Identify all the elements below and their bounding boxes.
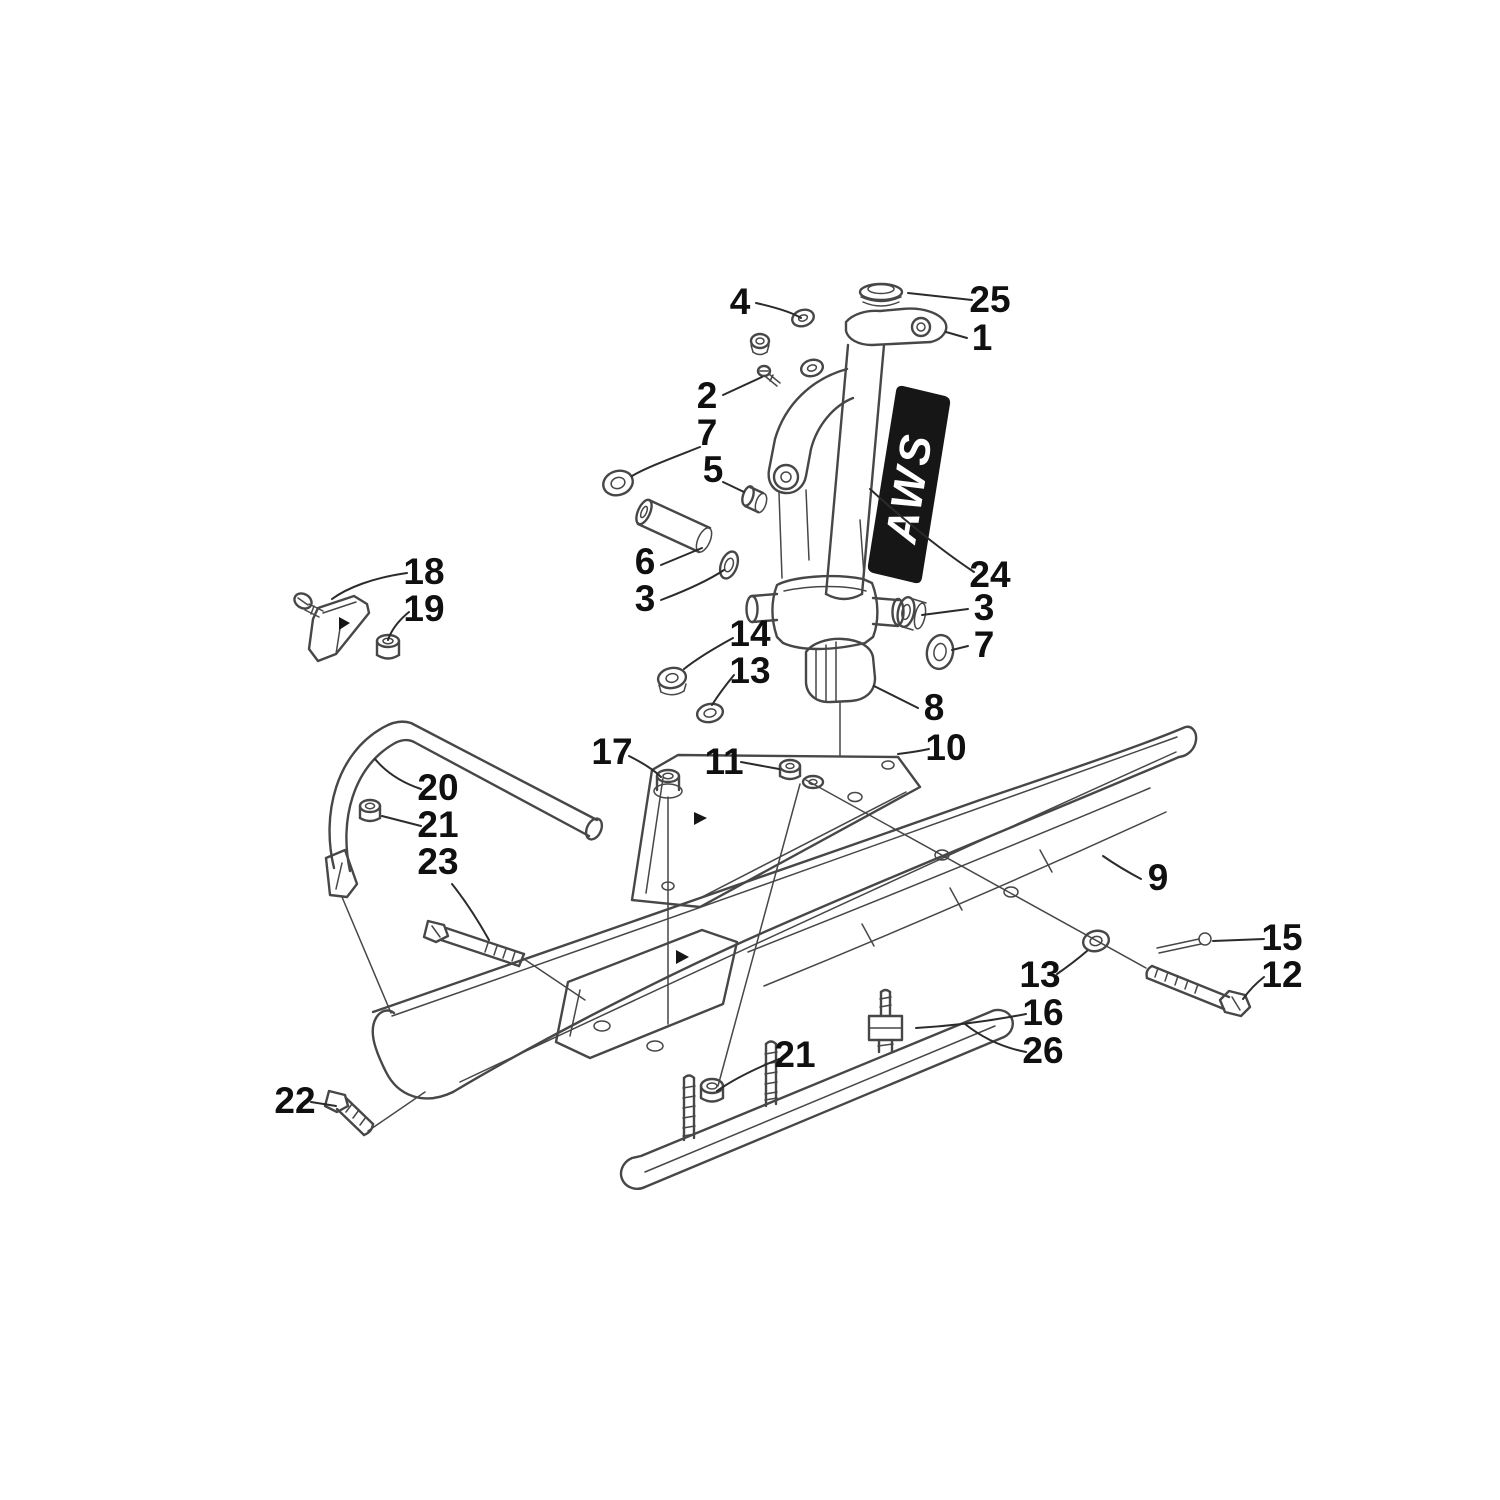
- callout-6: 6: [635, 541, 656, 582]
- ski-mount-pocket: [554, 928, 739, 1060]
- top-washer: [791, 308, 815, 328]
- callout-5: 5: [703, 449, 724, 490]
- callout-9: 9: [1148, 857, 1169, 898]
- callout-13b: 13: [1019, 954, 1060, 995]
- ski: [371, 725, 1198, 1100]
- callout-20: 20: [417, 767, 458, 808]
- leader-lines: [310, 292, 1265, 1107]
- hex-bolt-22: [323, 1089, 375, 1137]
- small-screw: [756, 364, 781, 387]
- spindle-assembly: AWS: [745, 282, 951, 704]
- bushing-5: [741, 485, 768, 514]
- axis-lines: [341, 702, 1147, 1132]
- spindle-leg: [824, 343, 886, 601]
- spindle-cap: [858, 282, 904, 307]
- flange-nut-14: [656, 666, 688, 696]
- stud-left: [682, 1074, 696, 1142]
- clamp-block: [804, 637, 877, 704]
- spindle-top-plate: [844, 307, 948, 347]
- callout-17: 17: [591, 731, 632, 772]
- aws-decal: AWS: [867, 385, 951, 584]
- bracket-body: [307, 594, 371, 663]
- steering-arm: [767, 367, 865, 579]
- bracket-screw: [293, 592, 324, 618]
- aws-decal-label: AWS: [876, 428, 942, 548]
- washer-13-upper: [695, 702, 725, 724]
- callout-26: 26: [1022, 1030, 1063, 1071]
- callout-10: 10: [925, 727, 966, 768]
- orientation-marker: [676, 950, 689, 964]
- callout-11: 11: [704, 741, 743, 782]
- callout-12: 12: [1261, 954, 1302, 995]
- lock-nut-17: [653, 768, 683, 799]
- cotter-pin: [1156, 932, 1212, 954]
- bushing-right-7: [925, 633, 955, 671]
- washer-13-lower: [1081, 929, 1111, 953]
- right-fasteners: [323, 919, 1252, 1137]
- callout-14: 14: [729, 613, 771, 654]
- callout-18: 18: [403, 551, 444, 592]
- center-fasteners: [653, 666, 802, 799]
- bushing-left: [602, 469, 634, 497]
- callout-24: 24: [969, 554, 1011, 595]
- callout-19: 19: [403, 588, 444, 629]
- handle-nut: [358, 798, 382, 823]
- hex-bolt-12: [1145, 964, 1252, 1018]
- orientation-marker: [694, 812, 707, 825]
- wear-bar-assembly: [619, 988, 1014, 1190]
- callout-4: 4: [730, 281, 751, 322]
- callout-25: 25: [969, 279, 1010, 320]
- callout-21b: 21: [774, 1034, 815, 1075]
- top-nut: [749, 332, 771, 356]
- callout-13a: 13: [729, 650, 770, 691]
- callout-1: 1: [972, 317, 993, 358]
- mount-bracket: [293, 592, 401, 663]
- bushing-small-left: [718, 550, 740, 580]
- callout-2: 2: [697, 375, 718, 416]
- callout-21a: 21: [417, 804, 458, 845]
- callout-8: 8: [924, 687, 945, 728]
- sleeve-tube: [635, 498, 713, 554]
- arm-washer: [799, 358, 825, 378]
- spacer-11: [778, 758, 802, 781]
- bushing-right-3: [896, 596, 927, 631]
- callout-7b: 7: [974, 624, 995, 665]
- bushing-sleeve-parts: [602, 469, 955, 671]
- callout-23: 23: [417, 841, 458, 882]
- callout-3b: 3: [974, 587, 995, 628]
- callout-3a: 3: [635, 578, 656, 619]
- callout-16: 16: [1022, 992, 1063, 1033]
- rubber-damper: [867, 988, 904, 1054]
- ski-handle: [324, 720, 604, 899]
- callout-15: 15: [1261, 917, 1302, 958]
- callout-labels: 4 25 1 2 7 5 6 3 18 19 24 3 7 14 13 8 10…: [274, 279, 1302, 1121]
- callout-22: 22: [274, 1080, 315, 1121]
- spindle-bottom-block: [745, 574, 905, 651]
- hex-bolt-23: [422, 919, 526, 968]
- callout-7a: 7: [697, 412, 718, 453]
- orientation-marker: [339, 617, 350, 630]
